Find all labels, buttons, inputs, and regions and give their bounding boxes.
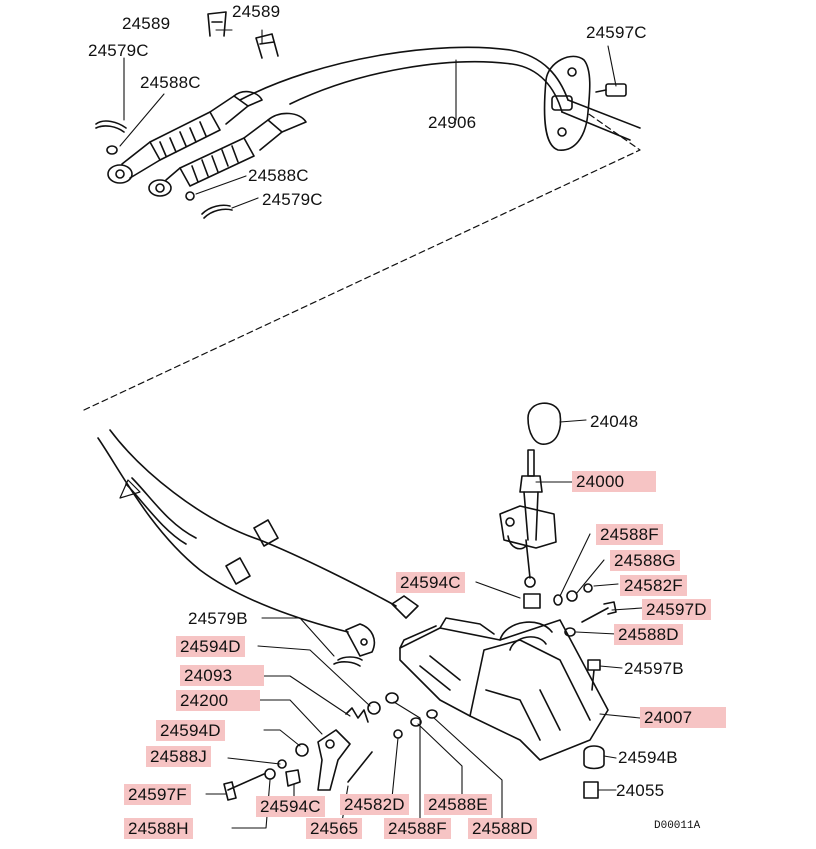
- label-24579c-mid: 24579C: [262, 190, 323, 209]
- label-24594d-b: 24594D: [156, 720, 225, 741]
- label-24579b: 24579B: [188, 609, 248, 628]
- clip-24589-b: [255, 33, 279, 59]
- bolt-24597c: [595, 83, 627, 97]
- bushing-24594c-r: [523, 593, 541, 609]
- leader-lines: [119, 29, 643, 829]
- grommet-b: [225, 557, 251, 585]
- label-24588h: 24588H: [124, 818, 193, 839]
- spring-24093: [345, 707, 369, 723]
- label-24000: 24000: [572, 471, 656, 492]
- label-24093: 24093: [180, 665, 264, 686]
- dashed-divider: [83, 111, 641, 411]
- label-24588c-top: 24588C: [140, 73, 201, 92]
- select-lever-24200: [317, 729, 351, 791]
- bolt-24597d: [581, 601, 617, 623]
- lower-cable-assembly: [97, 429, 419, 667]
- bushing-24594b: [583, 745, 605, 770]
- label-24589-a: 24589: [122, 14, 171, 33]
- washer-24588f-r: [553, 594, 563, 606]
- washer-24588g: [566, 590, 578, 602]
- upper-cable-assembly: [95, 11, 641, 219]
- pin-24579c-mid: [201, 204, 233, 219]
- label-24007: 24007: [640, 707, 726, 728]
- washer-24588h: [264, 768, 276, 780]
- label-24589-b: 24589: [232, 2, 281, 21]
- label-24588f-bottom: 24588F: [384, 818, 451, 839]
- pin-24579b: [333, 656, 363, 667]
- label-24588e: 24588E: [424, 794, 492, 815]
- pin-24565: [347, 751, 373, 783]
- label-24055: 24055: [616, 781, 665, 800]
- cable-boot-b: [148, 112, 307, 197]
- shift-knob: [527, 402, 562, 445]
- label-24588j: 24588J: [146, 746, 211, 767]
- bolt-24597f: [223, 773, 265, 801]
- bushing-24594c-b: [285, 769, 301, 787]
- cable-boot-a: [107, 90, 263, 184]
- shift-lever-assembly: [499, 402, 617, 637]
- label-24588d-right: 24588D: [614, 624, 683, 645]
- label-24048: 24048: [590, 412, 639, 431]
- label-24582d: 24582D: [340, 794, 409, 815]
- label-24597c: 24597C: [586, 23, 647, 42]
- label-24597b: 24597B: [624, 659, 684, 678]
- label-24200: 24200: [176, 690, 260, 711]
- grommet-a: [253, 519, 279, 547]
- washer-24588c-mid: [185, 191, 195, 201]
- label-24588g: 24588G: [610, 550, 680, 571]
- cable-end-upper: [391, 595, 419, 619]
- collar-24055: [583, 781, 599, 799]
- label-24594b: 24594B: [618, 748, 678, 767]
- label-24906: 24906: [428, 113, 477, 132]
- shifter-base-bracket: [399, 617, 609, 761]
- cable-bracket: [543, 55, 591, 151]
- label-24594c-right: 24594C: [396, 572, 465, 593]
- label-24582f: 24582F: [620, 575, 687, 596]
- label-24588f-right: 24588F: [596, 524, 663, 545]
- bushing-24594d-a: [367, 701, 381, 715]
- label-24565: 24565: [306, 818, 363, 839]
- label-24594d-a: 24594D: [176, 636, 245, 657]
- pin-24579c-top: [95, 120, 127, 133]
- clip-24589-a: [207, 11, 227, 37]
- washer-24588c-top: [106, 145, 118, 155]
- label-24594c-bottom: 24594C: [256, 796, 325, 817]
- label-24597f: 24597F: [124, 784, 191, 805]
- washer-24588d-b: [426, 709, 438, 719]
- bolt-24597b: [587, 659, 601, 691]
- label-24588d-bottom: 24588D: [468, 818, 537, 839]
- nut-24582f: [583, 583, 593, 593]
- label-24588c-mid: 24588C: [248, 166, 309, 185]
- label-24597d: 24597D: [642, 599, 711, 620]
- drawing-code: D00011A: [654, 820, 701, 832]
- washer-24588e: [410, 717, 422, 727]
- cable-end-lower: [345, 623, 376, 657]
- nut-24582d: [393, 729, 403, 739]
- washer-24588f-b: [385, 692, 399, 704]
- washer-24588d-r: [564, 627, 576, 637]
- label-24579c-top: 24579C: [88, 41, 149, 60]
- bushing-24594d-b: [295, 743, 309, 757]
